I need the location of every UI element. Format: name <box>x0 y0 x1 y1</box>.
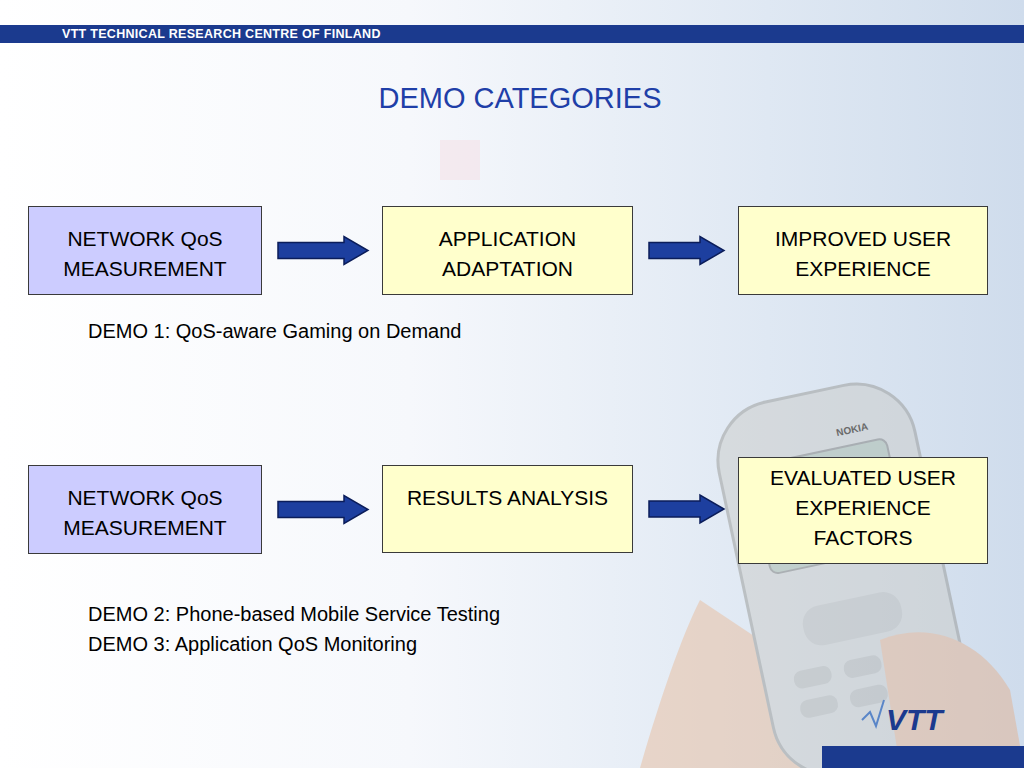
demo-caption: DEMO 3: Application QoS Monitoring <box>88 633 417 656</box>
background-accent <box>440 140 480 180</box>
box-label: NETWORK QoS MEASUREMENT <box>39 224 251 284</box>
block-arrow <box>649 237 724 265</box>
process-box: NETWORK QoS MEASUREMENT <box>28 465 262 554</box>
logo-text: VTT <box>886 703 943 737</box>
process-box: NETWORK QoS MEASUREMENT <box>28 206 262 295</box>
box-label: RESULTS ANALYSIS <box>407 483 608 513</box>
header-text: VTT TECHNICAL RESEARCH CENTRE OF FINLAND <box>62 27 381 41</box>
demo-caption: DEMO 1: QoS-aware Gaming on Demand <box>88 320 462 343</box>
corner-band <box>822 746 1024 768</box>
box-label: NETWORK QoS MEASUREMENT <box>39 483 251 543</box>
demo-caption: DEMO 2: Phone-based Mobile Service Testi… <box>88 603 500 626</box>
block-arrow <box>278 496 368 524</box>
phone-in-hand <box>640 373 1024 768</box>
diagram-title: DEMO CATEGORIES <box>0 82 1024 115</box>
block-arrow <box>649 495 724 523</box>
process-box: IMPROVED USER EXPERIENCE <box>738 206 988 295</box>
process-box: RESULTS ANALYSIS <box>382 465 633 553</box>
box-label: APPLICATION ADAPTATION <box>393 224 622 284</box>
logo-mark <box>862 700 884 726</box>
process-box: EVALUATED USER EXPERIENCE FACTORS <box>738 457 988 564</box>
process-box: APPLICATION ADAPTATION <box>382 206 633 295</box>
box-label: IMPROVED USER EXPERIENCE <box>749 224 977 284</box>
phone-brand: NOKIA <box>835 421 869 438</box>
header-bar <box>0 25 1024 43</box>
block-arrow <box>278 237 368 265</box>
box-label: EVALUATED USER EXPERIENCE FACTORS <box>749 463 977 553</box>
